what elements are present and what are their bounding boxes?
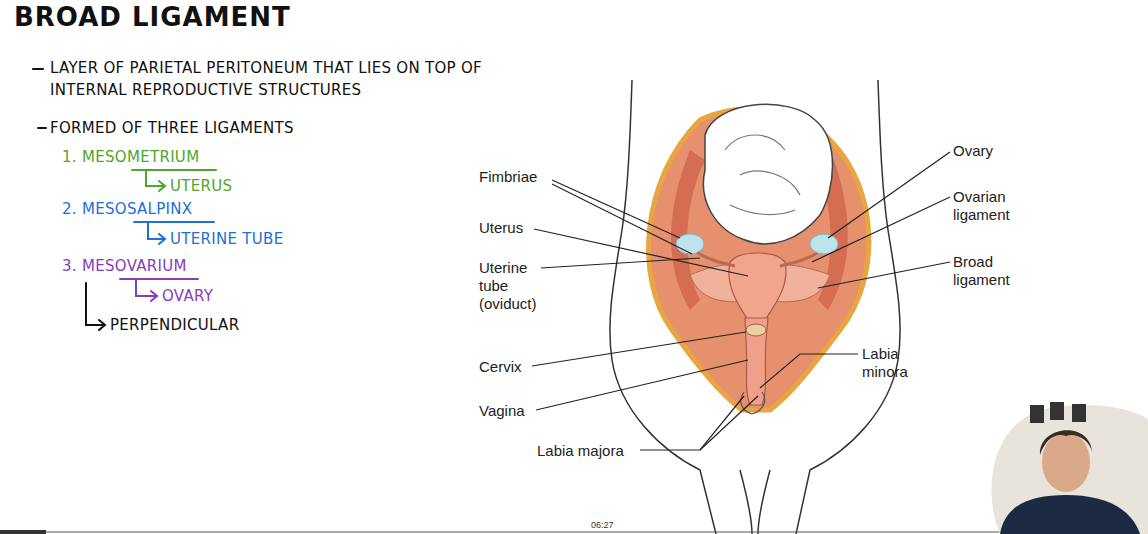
slide-title: BROAD LIGAMENT xyxy=(14,2,291,32)
note-text: LAYER OF PARIETAL PERITONEUM THAT LIES O… xyxy=(50,57,520,101)
ligament-name: 2. MESOSALPINX xyxy=(62,198,192,220)
part-label: Fimbriae xyxy=(479,168,537,186)
part-label: Ovary xyxy=(953,142,993,160)
part-label: Labia majora xyxy=(537,442,624,460)
video-timestamp: 06:27 xyxy=(589,520,616,530)
structure-name: OVARY xyxy=(162,285,213,307)
ligament-name: 3. MESOVARIUM xyxy=(62,255,187,277)
structure-name: UTERINE TUBE xyxy=(170,228,283,250)
part-label: Vagina xyxy=(479,402,525,420)
part-label: Ovarian ligament xyxy=(953,188,1031,224)
note-text: PERPENDICULAR xyxy=(110,314,239,336)
part-label: Uterine tube (oviduct) xyxy=(479,259,541,313)
part-label: Cervix xyxy=(479,358,522,376)
structure-name: UTERUS xyxy=(170,175,232,197)
part-label: Labia minora xyxy=(862,345,924,381)
part-label: Broad ligament xyxy=(953,253,1025,289)
ligament-name: 1. MESOMETRIUM xyxy=(62,146,199,168)
note-text: FORMED OF THREE LIGAMENTS xyxy=(50,117,294,139)
part-label: Uterus xyxy=(479,219,523,237)
